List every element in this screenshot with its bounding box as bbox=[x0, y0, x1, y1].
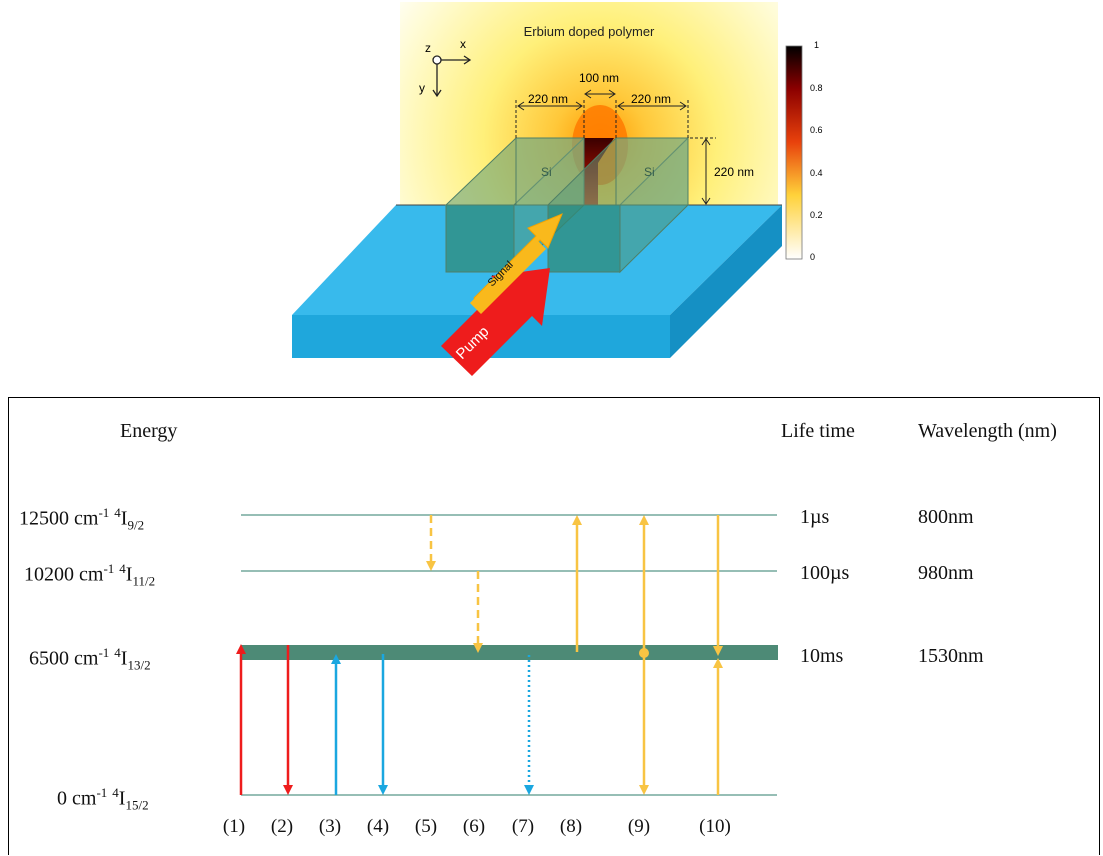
lifetime-9-2: 1µs bbox=[800, 506, 830, 528]
level-label-13-2: 6500 cm-1 4I13/2 bbox=[29, 645, 151, 673]
transition-label: (9) bbox=[627, 816, 651, 837]
si-rail-left bbox=[444, 136, 586, 274]
pump-arrow bbox=[441, 268, 550, 376]
dim-slot-label: 100 nm bbox=[579, 71, 619, 85]
transition-label: (3) bbox=[318, 816, 342, 837]
transition-4-arrow bbox=[378, 654, 388, 795]
lifetime-header: Life time bbox=[781, 420, 855, 442]
wavelength-9-2: 800nm bbox=[918, 506, 974, 528]
transition-1-arrow bbox=[236, 644, 246, 795]
transition-label: (8) bbox=[559, 816, 583, 837]
transition-label: (4) bbox=[366, 816, 390, 837]
axis-z-label: z bbox=[425, 41, 431, 55]
transition-label: (1) bbox=[222, 816, 246, 837]
slot-waveguide-illustration: Erbium doped polymer z x y 1 0.8 0.6 0.4… bbox=[292, 2, 823, 376]
level-band-13-2 bbox=[241, 645, 778, 660]
lifetime-13-2: 10ms bbox=[800, 645, 844, 667]
wavelength-13-2: 1530nm bbox=[918, 645, 984, 667]
dim-right-label: 220 nm bbox=[631, 92, 671, 106]
si-label-right: Si bbox=[644, 165, 655, 179]
colorbar-tick: 0.4 bbox=[810, 168, 823, 178]
transition-label: (10) bbox=[699, 816, 731, 837]
polymer-title: Erbium doped polymer bbox=[524, 24, 655, 39]
wavelength-11-2: 980nm bbox=[918, 562, 974, 584]
transition-label: (7) bbox=[511, 816, 535, 837]
transition-label: (6) bbox=[462, 816, 486, 837]
transition-6-arrow bbox=[473, 571, 483, 653]
lifetime-11-2: 100µs bbox=[800, 562, 850, 584]
transition-5-arrow bbox=[426, 515, 436, 571]
transition-label: (5) bbox=[414, 816, 438, 837]
colorbar-tick: 0 bbox=[810, 252, 815, 262]
axis-gizmo bbox=[432, 55, 472, 98]
axis-y-label: y bbox=[419, 81, 425, 95]
transition-7-arrow bbox=[524, 655, 534, 795]
dim-height-label: 220 nm bbox=[714, 165, 754, 179]
energy-header: Energy bbox=[120, 420, 178, 442]
axis-x-label: x bbox=[460, 37, 466, 51]
level-label-15-2: 0 cm-1 4I15/2 bbox=[57, 785, 149, 813]
signal-arrow bbox=[470, 213, 563, 314]
energy-level-lines bbox=[236, 514, 778, 796]
dimension-lines bbox=[515, 89, 716, 205]
colorbar-tick: 1 bbox=[814, 40, 819, 50]
colorbar-tick: 0.6 bbox=[810, 125, 823, 135]
transition-label: (2) bbox=[270, 816, 294, 837]
colorbar bbox=[785, 45, 803, 260]
wavelength-header: Wavelength (nm) bbox=[918, 420, 1057, 442]
level-label-11-2: 10200 cm-1 4I11/2 bbox=[24, 561, 156, 589]
si-rail-right bbox=[546, 136, 690, 274]
dim-left-label: 220 nm bbox=[528, 92, 568, 106]
colorbar-tick: 0.8 bbox=[810, 83, 823, 93]
energy-level-panel: Energy Life time Wavelength (nm) 12500 c… bbox=[8, 397, 1100, 855]
level-label-9-2: 12500 cm-1 4I9/2 bbox=[19, 505, 145, 533]
transition-2-arrow bbox=[283, 645, 293, 795]
transition-9-arrow bbox=[639, 515, 649, 795]
transition-8-arrow bbox=[572, 515, 582, 652]
colorbar-tick: 0.2 bbox=[810, 210, 823, 220]
transition-10-arrow bbox=[713, 515, 723, 795]
transition-3-arrow bbox=[331, 654, 341, 795]
si-label-left: Si bbox=[541, 165, 552, 179]
